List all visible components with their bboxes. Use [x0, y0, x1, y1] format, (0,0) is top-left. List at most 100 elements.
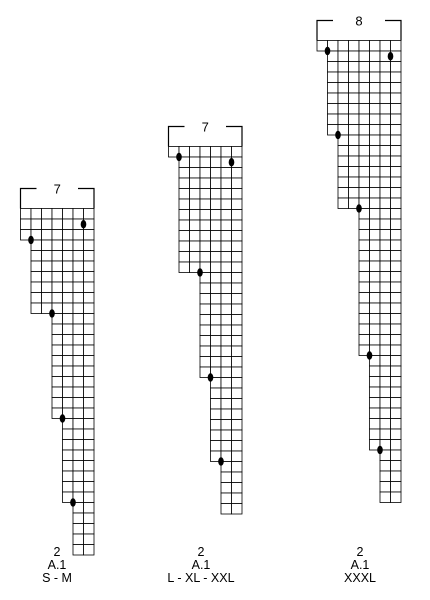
chart-cell: [220, 293, 232, 305]
chart-cell: [83, 281, 95, 293]
chart-cell: [369, 334, 381, 346]
chart-cell: [379, 260, 391, 272]
chart-cell: [210, 198, 222, 210]
chart-cell: [83, 502, 95, 514]
chart-cell: [369, 113, 381, 125]
chart-cell: [62, 271, 74, 283]
chart-cell: [379, 344, 391, 356]
chart-cell: [390, 155, 402, 167]
chart-cell: [220, 240, 232, 252]
chart-cell: [379, 281, 391, 293]
chart-cell: [231, 188, 243, 200]
chart-cell: [231, 314, 243, 326]
chart-cell: [83, 292, 95, 304]
chart-cell: [231, 366, 243, 378]
chart-cell: [369, 50, 381, 62]
chart-cell: [220, 419, 232, 431]
chart-cell: [210, 335, 222, 347]
chart-cell: [51, 334, 63, 346]
chart-cell: [210, 272, 222, 284]
chart-cell: [369, 397, 381, 409]
chart-cell: [358, 61, 370, 73]
chart-cell: [390, 365, 402, 377]
chart-cell: [72, 313, 84, 325]
chart-cell: [231, 177, 243, 189]
chart-cell: [41, 271, 53, 283]
chart-cell: [178, 177, 190, 189]
chart-cell: [379, 187, 391, 199]
chart-cell: [62, 334, 74, 346]
chart-cell: [210, 177, 222, 189]
chart-cell: [220, 345, 232, 357]
chart-cell: [199, 282, 211, 294]
decrease-dot: [218, 457, 224, 466]
decrease-dot: [176, 152, 182, 162]
chart-cell: [390, 491, 402, 503]
chart-cell: [72, 334, 84, 346]
chart-cell: [379, 491, 391, 503]
chart-cell: [390, 449, 402, 461]
chart-cell: [72, 376, 84, 388]
chart-cell: [369, 176, 381, 188]
chart-cell: [390, 229, 402, 241]
chart-cell: [83, 397, 95, 409]
chart-cell: [199, 198, 211, 210]
chart-cell: [348, 92, 360, 104]
chart-cell: [379, 176, 391, 188]
chart-cell: [199, 240, 211, 252]
chart-cell: [30, 281, 42, 293]
chart-cell: [358, 250, 370, 262]
width-bracket: [316, 19, 402, 41]
chart-cell: [178, 167, 190, 179]
chart-cell: [337, 61, 349, 73]
chart-cell: [189, 219, 201, 231]
chart-cell: [178, 251, 190, 263]
chart-cell: [327, 61, 339, 73]
width-label: 7: [54, 182, 61, 197]
width-bracket: [19, 187, 95, 209]
chart-cell: [62, 428, 74, 440]
chart-cell: [369, 250, 381, 262]
chart-cell: [72, 239, 84, 251]
chart-cell: [358, 313, 370, 325]
chart-cell: [231, 429, 243, 441]
chart-cell: [220, 366, 232, 378]
chart-cell: [337, 176, 349, 188]
chart-cell: [72, 449, 84, 461]
chart-cell: [379, 82, 391, 94]
chart-cell: [83, 523, 95, 535]
chart-cell: [379, 418, 391, 430]
chart-cell: [379, 103, 391, 115]
chart-cell: [369, 428, 381, 440]
chart-cell: [231, 293, 243, 305]
chart-cell: [51, 239, 63, 251]
chart-cell: [83, 470, 95, 482]
chart-cell: [189, 188, 201, 200]
chart-cell: [62, 323, 74, 335]
chart-cell: [210, 408, 222, 420]
chart-cell: [199, 209, 211, 221]
chart-cell: [390, 82, 402, 94]
chart-cell: [348, 71, 360, 83]
chart-cell: [189, 146, 201, 158]
chart-cell: [83, 365, 95, 377]
chart-cell: [72, 292, 84, 304]
chart-cell: [62, 397, 74, 409]
chart-cell: [379, 460, 391, 472]
chart-cell: [220, 492, 232, 504]
chart-cell: [210, 209, 222, 221]
chart-cell: [72, 397, 84, 409]
chart-cell: [390, 376, 402, 388]
decrease-dot: [70, 498, 76, 507]
chart-cell: [348, 166, 360, 178]
chart-cell: [220, 230, 232, 242]
chart-cell: [220, 440, 232, 452]
chart-cell: [189, 209, 201, 221]
chart-cell: [390, 239, 402, 251]
chart-cell: [358, 302, 370, 314]
chart-cell: [51, 250, 63, 262]
chart-cell: [390, 418, 402, 430]
chart-cell: [62, 449, 74, 461]
chart-cell: [231, 345, 243, 357]
chart-cell: [210, 324, 222, 336]
